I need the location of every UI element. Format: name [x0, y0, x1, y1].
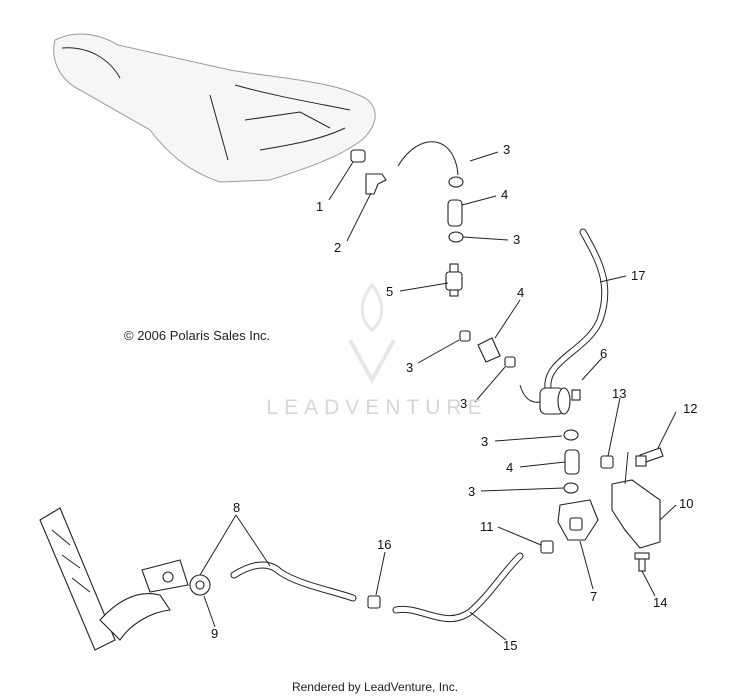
part-5-valve [445, 263, 463, 297]
callout-4a: 4 [501, 187, 508, 202]
copyright-notice: © 2006 Polaris Sales Inc. [124, 328, 271, 343]
part-3-clamp-lower-b [563, 482, 579, 494]
callout-3c: 3 [406, 360, 413, 375]
part-3-clamp-right [504, 356, 516, 368]
callout-4c: 4 [506, 460, 513, 475]
render-credit: Rendered by LeadVenture, Inc. [291, 680, 459, 694]
callout-8: 8 [233, 500, 240, 515]
part-4-hose-upper [447, 199, 463, 227]
callout-3a: 3 [503, 142, 510, 157]
part-3-clamp-upper [448, 176, 464, 188]
callout-13: 13 [612, 386, 626, 401]
part-2-elbow [365, 173, 387, 195]
part-13-nut [600, 455, 614, 469]
callout-9: 9 [211, 626, 218, 641]
part-9-nut [189, 574, 211, 596]
exhaust-manifold [39, 507, 189, 651]
part-12-bolt [635, 447, 664, 467]
callout-6: 6 [600, 346, 607, 361]
callout-7: 7 [590, 589, 597, 604]
callout-3d: 3 [460, 396, 467, 411]
callout-5: 5 [386, 284, 393, 299]
part-7-valve-assembly [557, 499, 599, 541]
part-6-valve-body [519, 384, 581, 415]
part-4-hose-mid [477, 337, 501, 363]
callout-10: 10 [679, 496, 693, 511]
callout-12: 12 [683, 401, 697, 416]
leader-lines [199, 151, 677, 641]
callout-3e: 3 [481, 434, 488, 449]
callout-3b: 3 [513, 232, 520, 247]
air-box-housing [53, 33, 376, 183]
callout-15: 15 [503, 638, 517, 653]
callout-14: 14 [653, 595, 667, 610]
callout-4b: 4 [517, 285, 524, 300]
callout-1: 1 [316, 199, 323, 214]
thin-hose [397, 141, 459, 176]
callout-17: 17 [631, 268, 645, 283]
callout-3f: 3 [468, 484, 475, 499]
part-3-clamp-left [459, 330, 471, 342]
watermark-text: LEADVENTURE [266, 396, 488, 419]
part-1-fitting [350, 149, 366, 163]
part-3-clamp-lower-a [563, 429, 579, 441]
part-11-nut [540, 540, 554, 554]
part-14-screw [634, 552, 650, 572]
callout-16: 16 [377, 537, 391, 552]
watermark-logo [348, 282, 396, 385]
part-4-hose-lower [564, 449, 580, 475]
callout-11: 11 [480, 519, 494, 534]
callout-labels: 1 2 3 4 3 5 4 17 3 6 3 13 12 3 4 3 10 8 … [211, 142, 697, 653]
part-3-clamp-mid [448, 231, 464, 243]
callout-2: 2 [334, 240, 341, 255]
part-16-clamp [367, 595, 381, 609]
part-10-bracket [611, 451, 661, 549]
